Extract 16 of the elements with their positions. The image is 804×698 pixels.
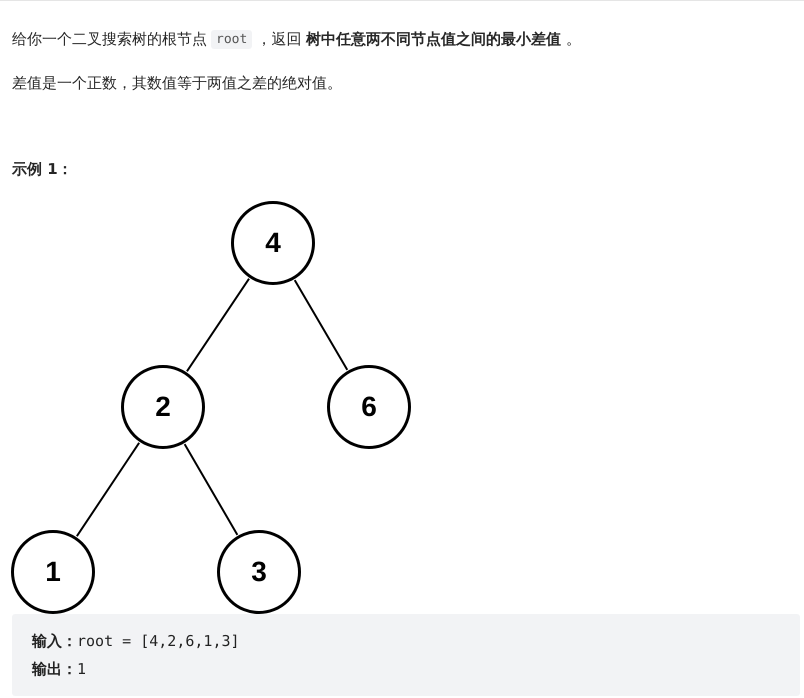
node-value: 2 — [155, 391, 171, 423]
paragraph-text: 给你一个二叉搜索树的根节点 — [12, 30, 207, 49]
tree-edge — [186, 278, 250, 372]
node-value: 6 — [361, 391, 377, 423]
node-value: 4 — [265, 227, 281, 259]
node-value: 1 — [45, 556, 61, 588]
paragraph-text: 差值是一个正数，其数值等于两值之差的绝对值。 — [12, 74, 342, 93]
tree-edge — [184, 444, 238, 536]
tree-edge — [76, 442, 140, 537]
code-line: 输出：1 — [32, 660, 86, 679]
node-value: 3 — [251, 556, 267, 588]
tree-edge — [294, 280, 348, 370]
example-heading: 示例 1： — [12, 160, 73, 179]
paragraph-text: ，返回 树中任意两不同节点值之间的最小差值 。 — [256, 30, 581, 49]
code-line: 输入：root = [4,2,6,1,3] — [32, 632, 240, 651]
inline-code: root — [211, 30, 252, 49]
